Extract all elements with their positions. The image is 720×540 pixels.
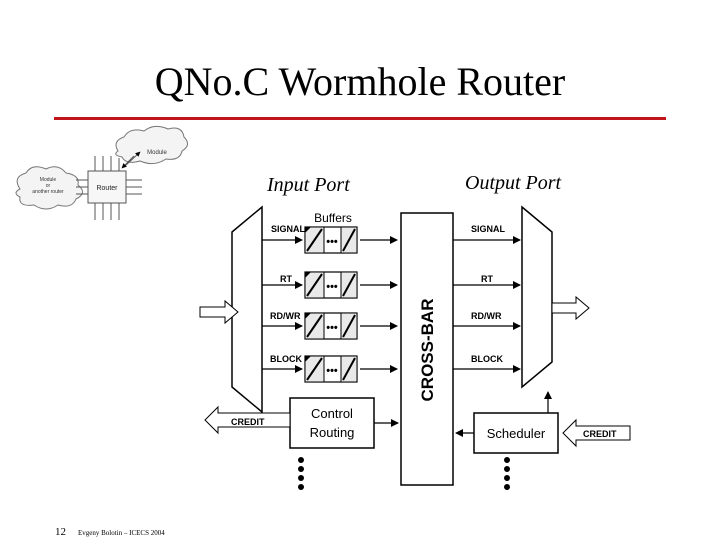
output-signal-label: RT	[481, 274, 493, 284]
thumbnail-source-cloud: Module or another router	[15, 166, 83, 210]
buffer-fifo: •••	[304, 355, 358, 383]
thumbnail-module-cloud: Module	[115, 125, 188, 165]
buffers-label: Buffers	[314, 211, 352, 225]
input-ports-ellipsis	[298, 457, 304, 490]
buffer-dots: •••	[326, 281, 338, 293]
thumbnail-source-line2: or	[46, 183, 51, 189]
scheduler-box: Scheduler	[473, 412, 559, 454]
thumbnail-router-label: Router	[96, 185, 118, 192]
thumbnail-module-label: Module	[147, 150, 167, 156]
output-mux	[521, 205, 553, 389]
thumbnail-connectors	[76, 151, 142, 220]
input-mux	[231, 205, 263, 414]
buffer-fifo: •••	[304, 271, 358, 299]
input-signal-label: RD/WR	[270, 311, 301, 321]
output-signal-label: BLOCK	[471, 354, 503, 364]
output-ports-ellipsis	[504, 457, 510, 490]
page-number: 12	[55, 526, 66, 538]
control-label: Control	[311, 406, 353, 421]
footer-credit: Evgeny Bolotin – ICECS 2004	[78, 529, 165, 537]
credit-in-arrow: CREDIT	[204, 405, 291, 435]
slide-title: QNo.C Wormhole Router	[154, 59, 566, 104]
routing-label: Routing	[310, 425, 355, 440]
scheduler-label: Scheduler	[487, 426, 546, 441]
buffer-dots: •••	[326, 236, 338, 248]
output-signal-label: SIGNAL	[471, 224, 506, 234]
input-signal-label: BLOCK	[270, 354, 302, 364]
output-flow-arrow	[551, 295, 590, 321]
crossbar: CROSS-BAR	[400, 212, 454, 486]
router-thumbnail: Module Module or another router Router	[15, 125, 188, 220]
credit-out-arrow: CREDIT	[562, 418, 631, 448]
crossbar-label: CROSS-BAR	[418, 299, 437, 402]
title-underline	[54, 117, 666, 120]
input-flow-arrow	[199, 299, 239, 325]
buffer-fifo: •••	[304, 226, 358, 254]
thumbnail-source-line3: another router	[32, 189, 64, 195]
thumbnail-router-box: Router	[87, 170, 127, 204]
input-signal-label: RT	[280, 274, 292, 284]
buffer-dots: •••	[326, 322, 338, 334]
output-signal-label: RD/WR	[471, 311, 502, 321]
buffer-fifo: •••	[304, 312, 358, 340]
credit-out-label: CREDIT	[583, 429, 617, 439]
buffer-dots: •••	[326, 365, 338, 377]
thumbnail-source-line1: Module	[40, 177, 57, 183]
credit-in-label: CREDIT	[231, 417, 265, 427]
control-routing-box: Control Routing	[289, 397, 375, 449]
output-port-label: Output Port	[465, 172, 562, 194]
input-signal-label: SIGNAL	[271, 224, 306, 234]
input-port-label: Input Port	[267, 174, 350, 196]
